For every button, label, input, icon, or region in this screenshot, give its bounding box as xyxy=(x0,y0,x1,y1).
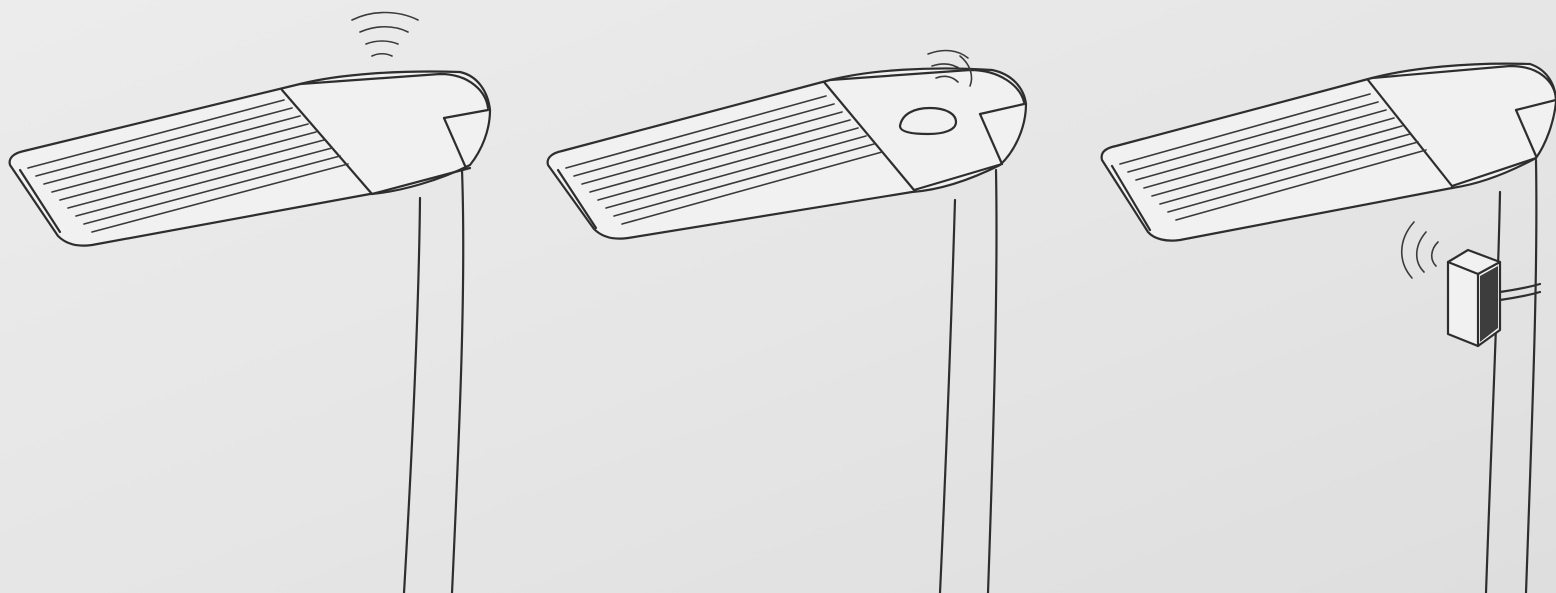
paper-background xyxy=(0,0,1556,593)
streetlight-sketch-diagram xyxy=(0,0,1556,593)
